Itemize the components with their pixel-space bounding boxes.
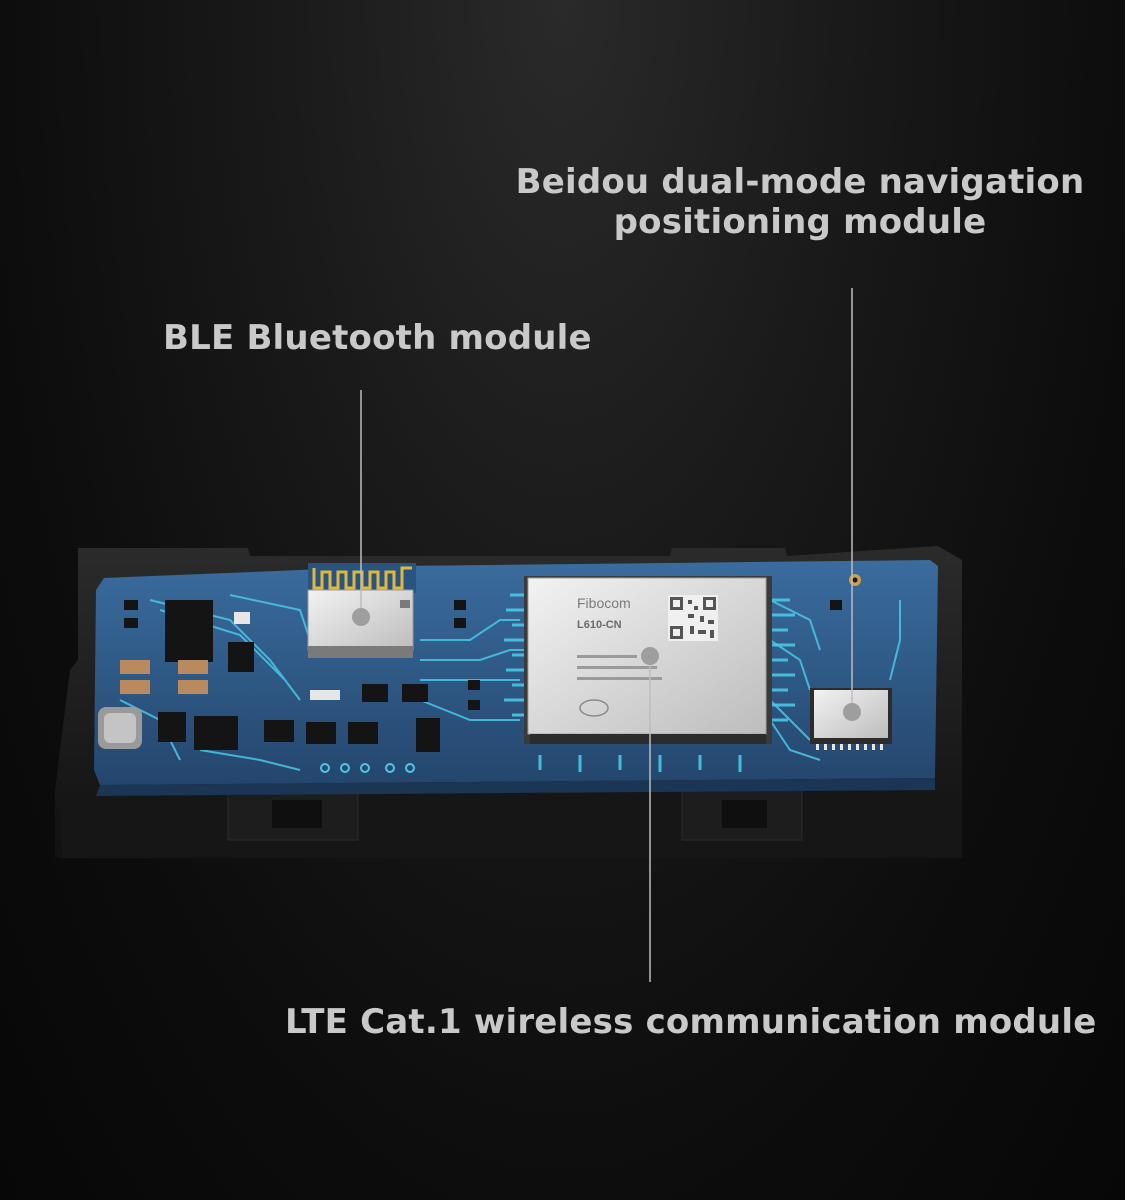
lte-module: Fibocom L610-CN [524,576,772,744]
ble-module-label: BLE Bluetooth module [163,318,592,358]
beidou-label-line-1: Beidou dual-mode navigation [515,162,1085,202]
callout-leaders [352,288,861,982]
circuit-board [94,560,938,796]
ccc-mark-icon [579,699,609,717]
lte-marker [641,647,659,665]
beidou-module-label: Beidou dual-mode navigation positioning … [500,162,1100,242]
beidou-marker [843,703,861,721]
chip-brand: Fibocom [577,595,631,611]
ble-marker [352,608,370,626]
beidou-label-line-2: positioning module [613,202,987,242]
qr-code-icon [668,595,718,641]
chip-model: L610-CN [577,619,622,631]
lte-module-label: LTE Cat.1 wireless communication module [285,1002,1097,1042]
